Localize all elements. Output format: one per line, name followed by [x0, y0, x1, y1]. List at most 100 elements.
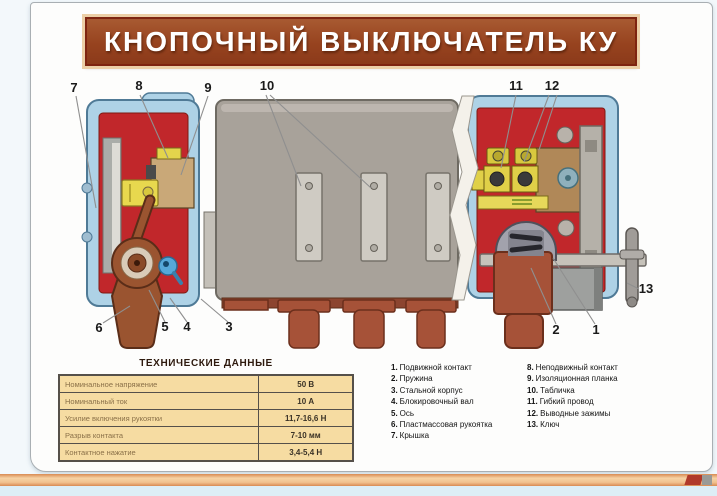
strip-mark-grey — [702, 475, 712, 485]
callout-9: 9 — [204, 80, 211, 95]
flexible-wire-strip — [477, 195, 549, 210]
legend-num: 11. — [527, 397, 538, 407]
legend-num: 10. — [527, 385, 539, 395]
legend-num: 12. — [527, 408, 539, 418]
key-cross — [619, 249, 645, 260]
screw — [305, 244, 313, 252]
table-row: Разрыв контакта 7-10 мм — [58, 426, 354, 444]
body-bottom-strip — [221, 297, 459, 309]
spring-upper — [509, 233, 543, 253]
steel-body — [203, 99, 459, 349]
legend-num: 13. — [527, 420, 539, 430]
callout-7: 7 — [70, 80, 77, 95]
nameplates — [295, 172, 451, 262]
hinge-bump — [81, 231, 93, 243]
body-block — [215, 99, 459, 301]
legend-label: Крышка — [399, 431, 430, 441]
body-highlight — [221, 104, 453, 112]
specs-title: ТЕХНИЧЕСКИЕ ДАННЫЕ — [139, 358, 273, 369]
screw — [434, 244, 442, 252]
legend-label: Изоляционная планка — [535, 374, 618, 384]
callout-8: 8 — [135, 78, 142, 93]
plastic-handle — [110, 277, 164, 349]
spec-value: 10 А — [258, 392, 354, 410]
spec-value: 11,7-16,6 Н — [258, 409, 354, 427]
spec-label: Усилие включения рукоятки — [58, 409, 260, 427]
callout-numbers: 7 8 9 10 11 12 6 5 4 3 2 1 13 — [70, 78, 653, 337]
legend-item: 6.Пластмассовая рукоятка — [391, 419, 541, 430]
right-section-view — [449, 95, 647, 349]
legend-num: 6. — [391, 420, 398, 430]
key-tip — [626, 296, 638, 308]
callout-5: 5 — [161, 319, 168, 334]
blue-detail-dot — [163, 261, 169, 267]
hinge-bump — [81, 182, 93, 194]
legend-label: Гибкий провод — [539, 397, 594, 407]
table-row: Номинальный ток 10 А — [58, 392, 354, 410]
legend-item: 9.Изоляционная планка — [527, 373, 677, 384]
terminal-hole — [517, 171, 533, 187]
legend-num: 8. — [527, 363, 534, 372]
terminal-screw — [492, 150, 504, 162]
nameplate — [295, 172, 323, 262]
legend-item: 11.Гибкий провод — [527, 396, 677, 407]
legend-item: 1.Подвижной контакт — [391, 362, 541, 373]
spec-label: Контактное нажатие — [58, 443, 260, 462]
spec-label: Номинальное напряжение — [58, 374, 260, 393]
callout-11: 11 — [509, 78, 523, 93]
callout-12: 12 — [545, 78, 559, 93]
legend-num: 9. — [527, 374, 534, 384]
table-row: Номинальное напряжение 50 В — [58, 374, 354, 393]
legend-item: 12.Выводные зажимы — [527, 408, 677, 419]
legend-item: 5.Ось — [391, 408, 541, 419]
spec-label: Разрыв контакта — [58, 426, 260, 444]
contact-detail — [146, 165, 156, 179]
legend-item: 10.Табличка — [527, 385, 677, 396]
legend-num: 7. — [391, 431, 398, 441]
push-button-stem — [416, 309, 446, 349]
push-button-stem — [353, 309, 385, 349]
rivet — [556, 126, 574, 144]
blue-detail-tail — [172, 271, 183, 285]
leader-lines — [75, 94, 640, 325]
callout-13: 13 — [639, 281, 653, 296]
screw — [370, 182, 378, 190]
technical-data-section: ТЕХНИЧЕСКИЕ ДАННЫЕ Номинальное напряжени… — [58, 358, 354, 462]
terminal-hole — [489, 171, 505, 187]
legend-label: Пружина — [399, 374, 433, 384]
legend-label: Ключ — [540, 420, 560, 430]
legend-num: 4. — [391, 397, 398, 407]
legend-item: 2.Пружина — [391, 373, 541, 384]
spec-value: 7-10 мм — [258, 426, 354, 444]
title-banner: КНОПОЧНЫЙ ВЫКЛЮЧАТЕЛЬ КУ — [85, 17, 637, 66]
callout-4: 4 — [183, 319, 191, 334]
legend-column-2: 8.Неподвижный контакт 9.Изоляционная пла… — [527, 362, 677, 430]
lower-block-shade — [594, 268, 602, 310]
page-title: КНОПОЧНЫЙ ВЫКЛЮЧАТЕЛЬ КУ — [103, 25, 619, 57]
spec-value: 3,4-5,4 Н — [258, 443, 354, 462]
table-row: Усилие включения рукоятки 11,7-16,6 Н — [58, 409, 354, 427]
left-section-view — [81, 92, 200, 349]
callout-3: 3 — [225, 319, 232, 334]
insulating-bar-highlight — [112, 143, 120, 268]
table-row: Контактное нажатие 3,4-5,4 Н — [58, 443, 354, 462]
spec-label: Номинальный ток — [58, 392, 260, 410]
spec-value: 50 В — [258, 374, 354, 393]
legend-item: 8.Неподвижный контакт — [527, 362, 677, 373]
callout-10: 10 — [260, 78, 274, 93]
legend-label: Табличка — [540, 385, 575, 395]
key-shaft — [625, 227, 639, 305]
legend-item: 3.Стальной корпус — [391, 385, 541, 396]
legend-column-1: 1.Подвижной контакт 2.Пружина 3.Стальной… — [391, 362, 541, 442]
legend-label: Ось — [399, 408, 415, 418]
torn-edge — [449, 95, 479, 301]
terminal-post — [483, 165, 511, 193]
bracket-hole — [585, 140, 597, 152]
screw — [305, 182, 313, 190]
specs-table: Номинальное напряжение 50 В Номинальный … — [58, 374, 354, 462]
legend-num: 3. — [391, 385, 398, 395]
legend-item: 7.Крышка — [391, 430, 541, 441]
fixed-contact-strip — [156, 147, 182, 160]
legend-label: Блокировочный вал — [399, 397, 474, 407]
switch-diagram: 7 8 9 10 11 12 6 5 4 3 2 1 13 — [70, 78, 653, 349]
